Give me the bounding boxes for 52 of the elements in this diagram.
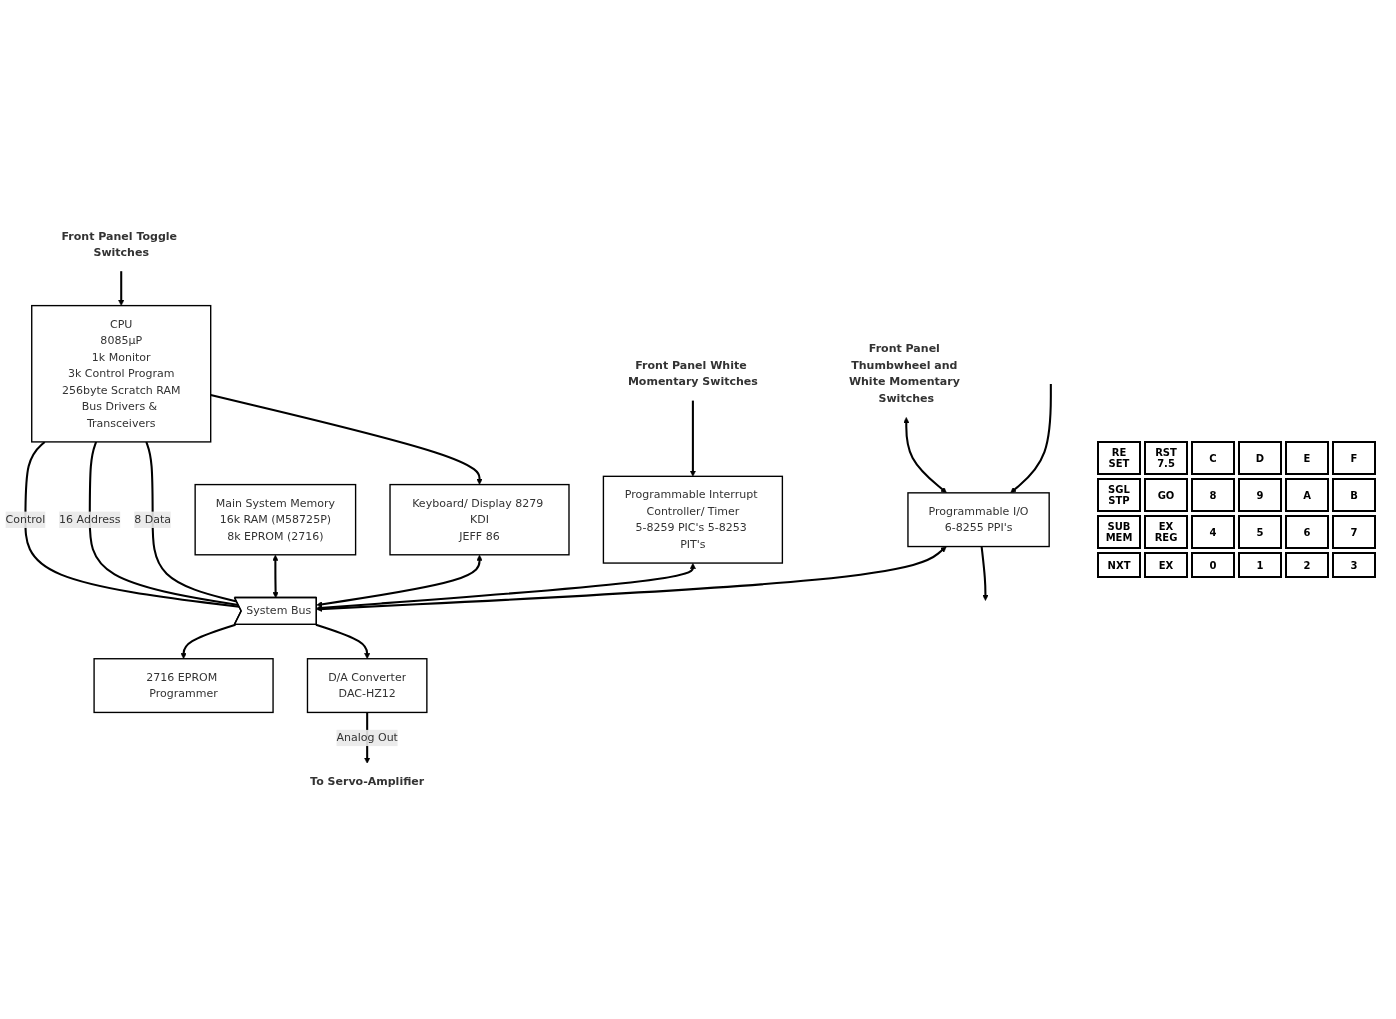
keypad-key: F bbox=[1332, 441, 1376, 475]
arrow bbox=[118, 271, 125, 307]
keypad-key: C bbox=[1191, 441, 1235, 475]
node-box: Main System Memory 16k RAM (M58725P) 8k EPROM (2716) bbox=[194, 484, 357, 556]
keypad-key: 5 bbox=[1238, 515, 1282, 549]
keypad-key: B bbox=[1332, 478, 1376, 512]
edge-label: Analog Out bbox=[336, 731, 398, 745]
arrow bbox=[210, 394, 483, 486]
arrow bbox=[180, 624, 236, 660]
keypad-key: 0 bbox=[1191, 552, 1235, 578]
node-box: 2716 EPROM Programmer bbox=[93, 658, 274, 714]
node-box: Keyboard/ Display 8279 KDI JEFF 86 bbox=[389, 484, 570, 556]
arrow bbox=[316, 555, 483, 608]
connector bbox=[145, 442, 237, 603]
node-text: To Servo-Amplifier bbox=[310, 775, 425, 789]
node-box: D/A Converter DAC-HZ12 bbox=[306, 658, 428, 714]
keypad-key: E bbox=[1285, 441, 1329, 475]
node-box: CPU 8085μP 1k Monitor 3k Control Program 256byte Scratch RAM Bus Drivers & Transceivers bbox=[31, 305, 212, 444]
node-text: Front Panel Thumbwheel and White Momentary Switches bbox=[848, 342, 960, 406]
keypad-key: EX bbox=[1144, 552, 1188, 578]
edge-label: 16 Address bbox=[59, 513, 121, 527]
node-text: Front Panel White Momentary Switches bbox=[627, 359, 758, 389]
keypad-key: SGL STP bbox=[1097, 478, 1141, 512]
keypad-key: NXT bbox=[1097, 552, 1141, 578]
keypad-key: EX REG bbox=[1144, 515, 1188, 549]
keypad-key: 2 bbox=[1285, 552, 1329, 578]
keypad-key: 9 bbox=[1238, 478, 1282, 512]
keypad-key: RE SET bbox=[1097, 441, 1141, 475]
arrow bbox=[316, 546, 947, 613]
keypad-key: 1 bbox=[1238, 552, 1282, 578]
node-box: Programmable Interrupt Controller/ Timer 5-8259 PIC's 5-8253 PIT's bbox=[602, 476, 784, 565]
keypad-key: A bbox=[1285, 478, 1329, 512]
keypad-key: 6 bbox=[1285, 515, 1329, 549]
keypad-key: 7 bbox=[1332, 515, 1376, 549]
arrow bbox=[903, 417, 947, 494]
node-text: Front Panel Toggle Switches bbox=[61, 229, 178, 260]
node-box: Programmable I/O 6-8255 PPI's bbox=[907, 492, 1050, 548]
connector bbox=[24, 441, 240, 609]
keypad-key: D bbox=[1238, 441, 1282, 475]
keypad-key: 8 bbox=[1191, 478, 1235, 512]
arrow bbox=[315, 624, 371, 660]
keypad-key: SUB MEM bbox=[1097, 515, 1141, 549]
arrow bbox=[1010, 384, 1052, 494]
keypad-key: RST 7.5 bbox=[1144, 441, 1188, 475]
arrow bbox=[689, 401, 696, 478]
keypad-key: 4 bbox=[1191, 515, 1235, 549]
edge-label: 8 Data bbox=[134, 513, 172, 527]
keypad-key: GO bbox=[1144, 478, 1188, 512]
connector bbox=[88, 442, 239, 607]
arrow bbox=[980, 546, 989, 602]
edge-label: Control bbox=[5, 513, 46, 527]
keypad-key: 3 bbox=[1332, 552, 1376, 578]
